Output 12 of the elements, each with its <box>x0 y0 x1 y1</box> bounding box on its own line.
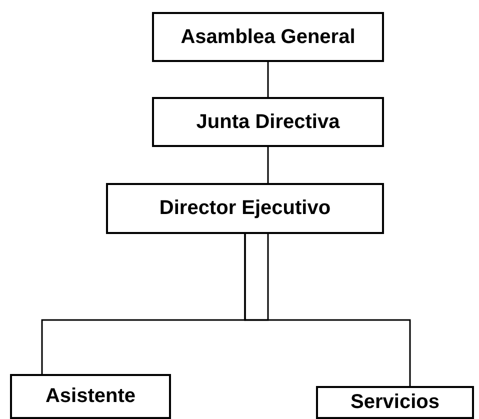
org-box <box>10 374 171 419</box>
connector-line <box>267 62 269 97</box>
org-box <box>152 97 384 147</box>
org-box <box>316 386 474 419</box>
box-label: Servicios <box>350 391 440 414</box>
box-label: Junta Directiva <box>196 110 340 134</box>
box-label: Asamblea General <box>180 26 356 48</box>
box-label: Asistente <box>45 385 136 408</box>
connector-line <box>244 234 411 386</box>
org-box <box>152 12 384 62</box>
box-label: Director Ejecutivo <box>159 197 331 220</box>
org-box <box>106 183 384 234</box>
